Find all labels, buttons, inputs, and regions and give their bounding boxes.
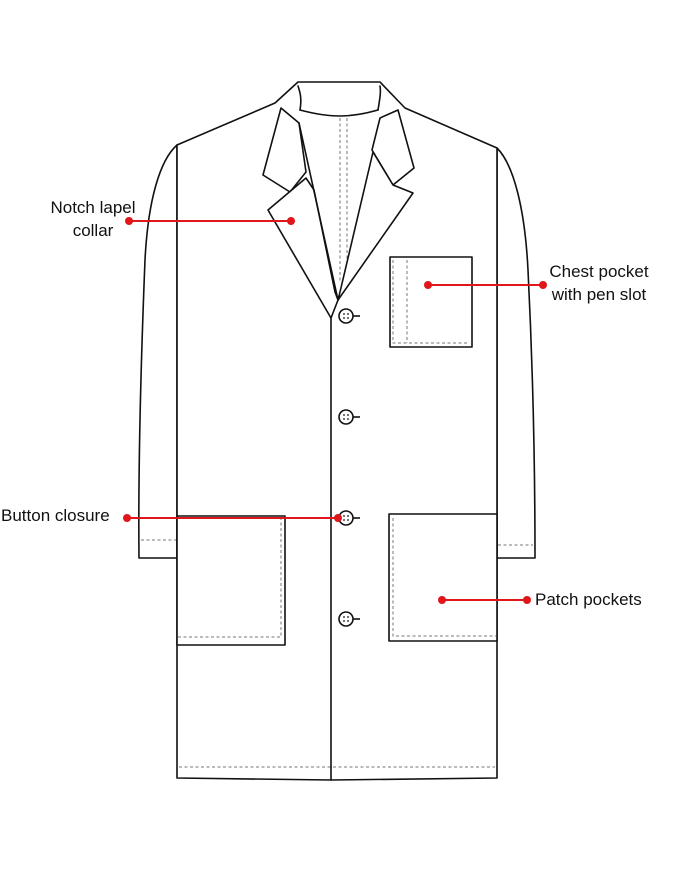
coat-body — [176, 81, 498, 781]
callout-button-leader — [123, 514, 342, 522]
left-sleeve — [138, 144, 178, 559]
button-1 — [338, 308, 360, 324]
right-lapel — [337, 151, 414, 301]
label-chest-pocket: Chest pocket with pen slot — [549, 262, 649, 304]
button-2 — [338, 409, 360, 425]
label-patch-pockets: Patch pockets — [535, 590, 642, 609]
left-lapel — [267, 177, 339, 319]
left-collar — [262, 107, 307, 193]
left-patch-pocket — [176, 515, 286, 646]
button-3 — [338, 510, 360, 526]
callout-patch-pockets-leader — [438, 596, 531, 604]
label-button-closure: Button closure — [1, 506, 110, 525]
button-4 — [338, 611, 360, 627]
callout-collar-leader — [125, 217, 295, 225]
label-notch-lapel-collar: Notch lapel collar — [50, 198, 136, 240]
right-sleeve — [496, 147, 536, 559]
right-patch-pocket — [388, 513, 498, 642]
callout-chest-pocket-leader — [424, 281, 547, 289]
chest-pocket — [389, 256, 473, 348]
